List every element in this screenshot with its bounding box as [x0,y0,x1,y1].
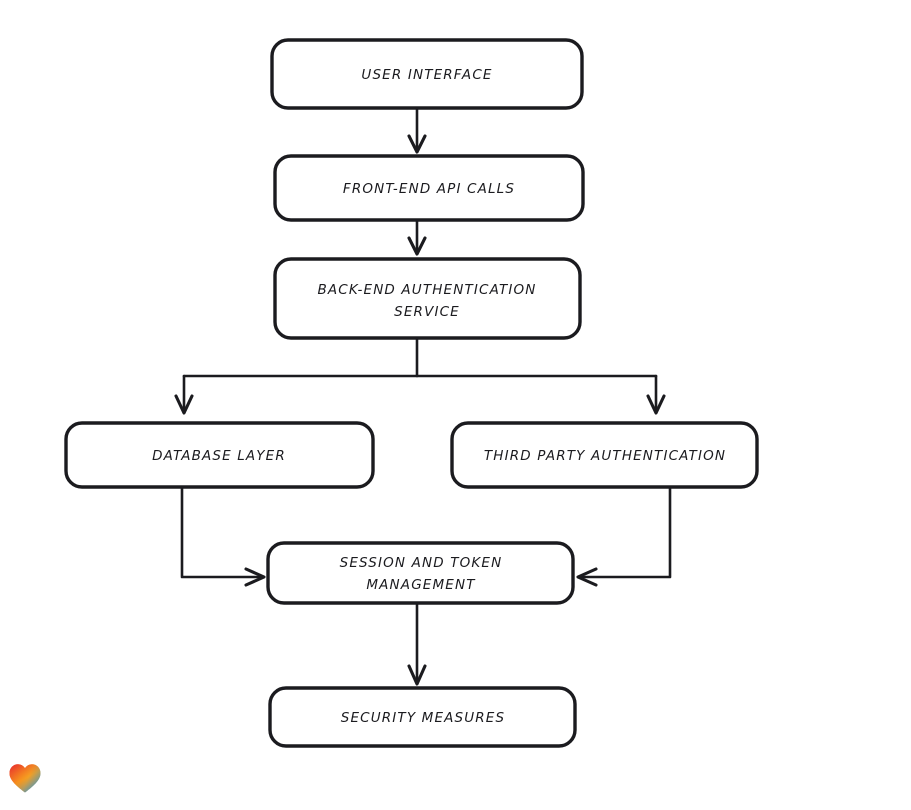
node-database-layer-shape [64,421,375,489]
edge-frontend-to-backend [407,218,427,256]
edge-ui-to-frontend [407,106,427,154]
node-session-token-mgmt-label-line1: SESSION AND TOKEN [340,555,503,571]
node-database-layer-label: DATABASE LAYER [152,448,286,464]
node-backend-auth-service-label-line1: BACK-END AUTHENTICATION [317,282,536,298]
node-backend-auth-service-shape [273,257,582,340]
node-session-token-mgmt[interactable]: SESSION AND TOKEN MANAGEMENT [266,541,575,605]
node-backend-auth-service[interactable]: BACK-END AUTHENTICATION SERVICE [273,257,582,340]
node-session-token-mgmt-shape [266,541,575,605]
heart-icon [9,764,41,793]
node-user-interface-shape [270,38,584,110]
edge-database-to-session [180,485,266,587]
edge-backend-to-thirdparty [646,374,666,415]
node-third-party-auth-shape [450,421,759,489]
node-frontend-api-calls-shape [273,154,585,222]
node-security-measures-shape [268,686,577,748]
node-frontend-api-calls-label: FRONT-END API CALLS [343,181,515,197]
node-third-party-auth-label: THIRD PARTY AUTHENTICATION [484,448,726,464]
edge-backend-to-database [174,374,194,415]
node-frontend-api-calls[interactable]: FRONT-END API CALLS [273,154,585,222]
node-session-token-mgmt-label-line2: MANAGEMENT [366,577,476,593]
node-user-interface-label: USER INTERFACE [361,67,492,83]
node-security-measures[interactable]: SECURITY MEASURES [268,686,577,748]
edge-thirdparty-to-session [576,485,672,587]
edge-backend-split-bus [182,336,658,378]
node-backend-auth-service-label-line2: SERVICE [394,304,460,320]
node-database-layer[interactable]: DATABASE LAYER [64,421,375,489]
node-security-measures-label: SECURITY MEASURES [341,710,505,726]
node-third-party-auth[interactable]: THIRD PARTY AUTHENTICATION [450,421,759,489]
edge-session-to-security [407,601,427,686]
node-user-interface[interactable]: USER INTERFACE [270,38,584,110]
